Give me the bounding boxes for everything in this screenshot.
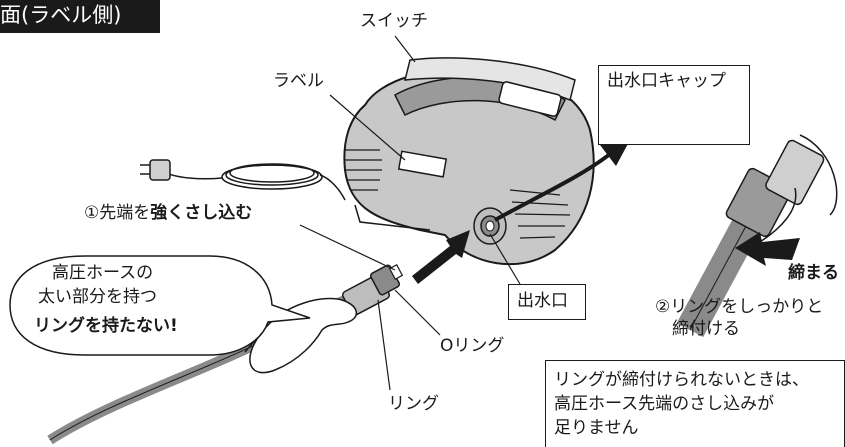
tighten-label: 締まる [788, 263, 839, 283]
bubble-line2: 太い部分を持つ [38, 287, 157, 307]
power-cord-icon [140, 159, 346, 201]
outlet-cap-label: 出水口キャップ [607, 71, 726, 91]
step2-line1: ②リングをしっかりと [655, 297, 824, 317]
washer-body-icon [343, 57, 595, 266]
outlet-fitting-icon [473, 207, 507, 245]
step1-prefix: ①先端を [84, 203, 151, 223]
note-line2: 高圧ホース先端のさし込みが [554, 394, 775, 414]
step1-emphasis: 強くさし込む [150, 203, 253, 223]
cap-removal-arrow [494, 148, 617, 222]
speech-bubble-shape [9, 255, 311, 356]
outlet-label-box: 出水口 [508, 284, 586, 320]
bubble-line1: 高圧ホースの [52, 263, 154, 283]
tighten-arrow-icon [735, 232, 800, 266]
switch-label: スイッチ [360, 11, 428, 31]
ring-detail-icon [676, 134, 838, 338]
insert-arrow-icon [412, 230, 470, 284]
o-ring-label: Oリング [440, 336, 505, 356]
step2-line2: 締付ける [672, 319, 740, 339]
hose-fitting-icon [342, 264, 404, 316]
ring-label: リング [388, 394, 439, 414]
note-line1: リングが締付けられないときは、 [554, 370, 809, 390]
leader-lines [299, 35, 521, 391]
step1-label: ①先端を強くさし込む [84, 202, 252, 224]
note-box: リングが締付けられないときは、 高圧ホース先端のさし込みが 足りません [545, 360, 845, 447]
cap-removal-arrowhead [600, 140, 630, 166]
bubble-line3: リングを持たない! [34, 316, 178, 336]
label-label: ラベル [273, 71, 324, 91]
outlet-cap-box: 出水口キャップ [598, 65, 750, 145]
outlet-label: 出水口 [517, 291, 568, 311]
note-line3: 足りません [554, 418, 639, 438]
section-title: 面(ラベル側) [0, 0, 160, 33]
